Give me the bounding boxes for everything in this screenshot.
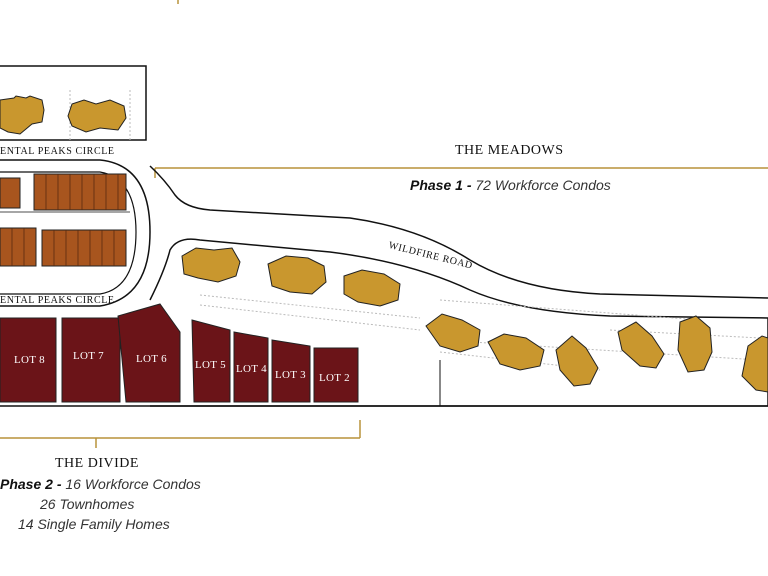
divide-phase-prefix: Phase 2 - [0,476,62,492]
lot-label: LOT 5 [195,359,226,371]
divide-lots [0,303,359,403]
townhome-unit-dividers [11,174,119,266]
condo-building [555,335,599,387]
lot-8 [0,317,57,403]
lot-label: LOT 4 [236,363,267,375]
meadows-title: THE MEADOWS [455,143,564,158]
townhome-block [0,177,21,209]
road-label-lower-circle: ENTAL PEAKS CIRCLE [0,295,115,306]
lot-7 [61,317,121,403]
condo-building [617,321,665,369]
road-label-upper-circle: ENTAL PEAKS CIRCLE [0,146,115,157]
divide-phase-line1: 16 Workforce Condos [65,476,201,492]
condo-building [343,269,401,307]
condo-building [677,315,713,373]
upper-block-outline [0,65,147,141]
townhome-block [0,227,37,267]
divide-phase-line3: 14 Single Family Homes [18,516,170,532]
divide-title: THE DIVIDE [55,456,139,471]
meadows-phase: Phase 1 - 72 Workforce Condos [410,177,611,193]
divide-phase: Phase 2 - 16 Workforce Condos [0,476,201,492]
lot-3 [271,339,311,403]
lot-label: LOT 8 [14,354,45,366]
condo-building [741,335,768,393]
condo-building [425,313,481,353]
lot-4 [233,331,269,403]
lot-label: LOT 6 [136,353,167,365]
upper-condos [0,95,127,135]
condo-building [67,99,127,133]
townhome-block [33,173,127,211]
townhomes [0,173,127,267]
lot-label: LOT 3 [275,369,306,381]
townhome-block [41,229,127,267]
meadows-condos [181,247,768,393]
lot-label: LOT 2 [319,372,350,384]
wildfire-road-upper [149,165,768,299]
lot-2 [313,347,359,403]
condo-building [0,95,45,135]
lot-5 [191,319,231,403]
condo-building [267,255,327,295]
circle-road-outer [0,159,151,307]
divide-phase-line2: 26 Townhomes [40,496,135,512]
lot-label: LOT 7 [73,350,104,362]
condo-building [487,333,545,371]
condo-building [181,247,241,283]
meadows-phase-prefix: Phase 1 - [410,177,472,193]
meadows-parking-rows [199,294,761,371]
meadows-phase-detail: 72 Workforce Condos [475,177,611,193]
meadows-parcel-outline [149,238,768,407]
lot-6 [117,303,181,403]
